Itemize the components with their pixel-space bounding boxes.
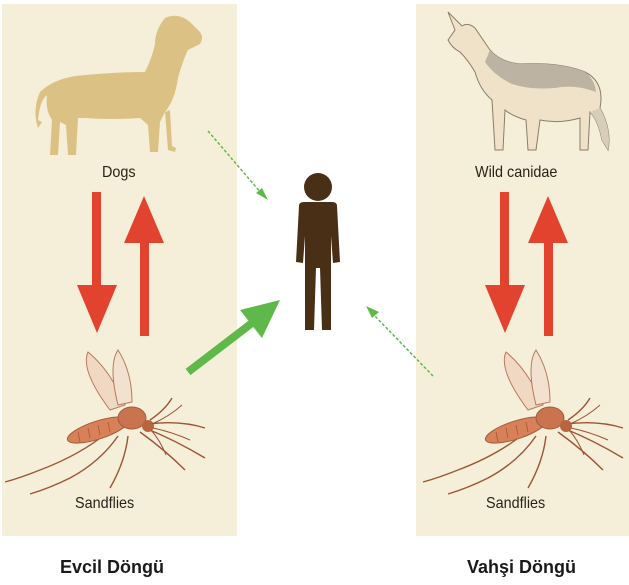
arrow-canidae-to-human — [366, 306, 433, 376]
domestic-sandflies-label: Sandflies — [75, 495, 134, 513]
arrow-dogs-to-sandflies — [77, 192, 117, 333]
domestic-cycle-caption: Evcil Döngü — [60, 557, 164, 578]
wolf-icon — [448, 12, 609, 150]
arrow-sandflies-to-canidae — [528, 196, 568, 336]
wild-cycle-caption: Vahşi Döngü — [467, 557, 576, 578]
dog-icon — [35, 16, 202, 155]
arrow-canidae-to-sandflies — [485, 192, 525, 333]
wild-canidae-label: Wild canidae — [475, 164, 557, 182]
arrow-sandflies-to-dogs — [124, 196, 164, 336]
wild-sandflies-label: Sandflies — [486, 495, 545, 513]
sandfly-icon — [423, 350, 623, 494]
dogs-label: Dogs — [102, 164, 136, 182]
human-icon — [296, 173, 340, 330]
sandfly-icon — [5, 350, 205, 494]
arrow-dogs-to-human — [208, 131, 268, 200]
arrow-sandflies-to-human — [188, 300, 280, 372]
